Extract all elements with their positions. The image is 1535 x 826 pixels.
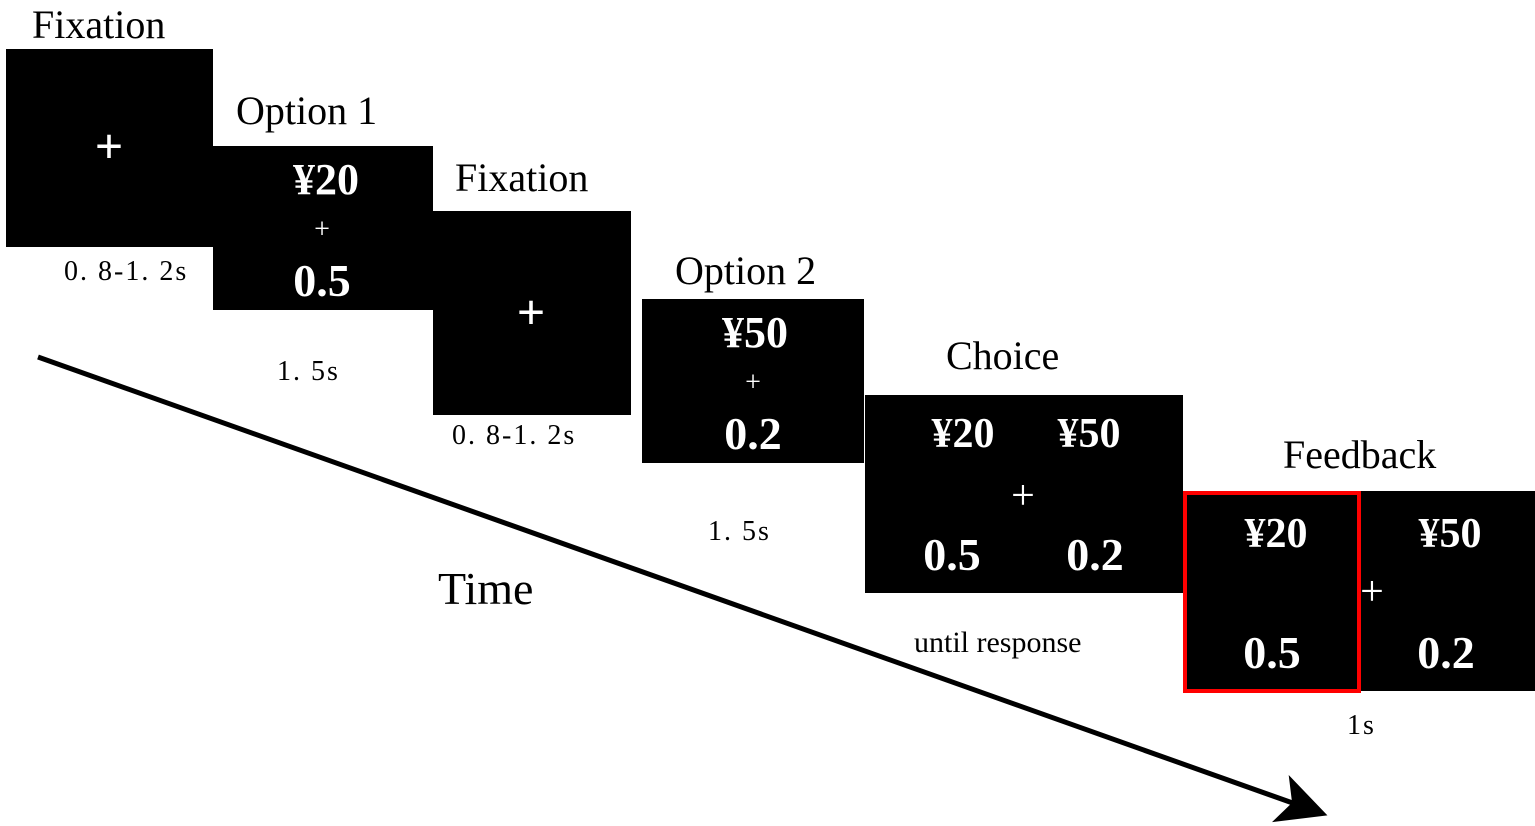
choice-left-probability: 0.5	[923, 529, 981, 580]
option-2-probability: 0.2	[724, 408, 782, 459]
time-label: Time	[438, 563, 534, 614]
stage-1-duration: 0. 8-1. 2s	[64, 256, 189, 287]
stage-6-duration: 1s	[1347, 710, 1376, 741]
option-1-probability: 0.5	[293, 255, 351, 306]
stage-3-screen: +	[433, 211, 631, 415]
choice-right-probability: 0.2	[1066, 529, 1124, 580]
stage-2-screen: ¥20 + 0.5	[213, 146, 433, 310]
feedback-right-amount: ¥50	[1418, 511, 1482, 557]
feedback-left-probability: 0.5	[1243, 627, 1301, 678]
cross-icon: +	[1011, 473, 1035, 519]
cross-icon: +	[745, 367, 761, 398]
feedback-right-probability: 0.2	[1417, 627, 1475, 678]
selected-option-highlight	[1183, 491, 1361, 693]
stage-1-label: Fixation	[32, 2, 166, 47]
stage-1-screen: +	[6, 49, 213, 247]
fixation-cross-icon: +	[516, 284, 546, 340]
stage-6-label: Feedback	[1283, 432, 1437, 477]
option-2-amount: ¥50	[722, 308, 788, 357]
stage-4-label: Option 2	[675, 248, 817, 293]
choice-left-amount: ¥20	[931, 411, 995, 457]
fixation-cross-icon: +	[94, 118, 124, 174]
feedback-left-amount: ¥20	[1244, 511, 1308, 557]
stage-3-label: Fixation	[455, 155, 589, 200]
stage-2-duration: 1. 5s	[277, 356, 340, 387]
stage-4-duration: 1. 5s	[708, 516, 771, 547]
stage-5-screen: ¥20 ¥50 + 0.5 0.2	[865, 395, 1183, 593]
stage-4-screen: ¥50 + 0.2	[642, 299, 864, 463]
stage-3-duration: 0. 8-1. 2s	[452, 420, 577, 451]
stage-2-label: Option 1	[236, 88, 378, 133]
stage-5-duration: until response	[914, 626, 1082, 659]
option-1-amount: ¥20	[293, 155, 359, 204]
choice-right-amount: ¥50	[1057, 411, 1121, 457]
cross-icon: +	[1360, 569, 1384, 615]
stage-5-label: Choice	[946, 333, 1060, 378]
cross-icon: +	[314, 214, 330, 245]
